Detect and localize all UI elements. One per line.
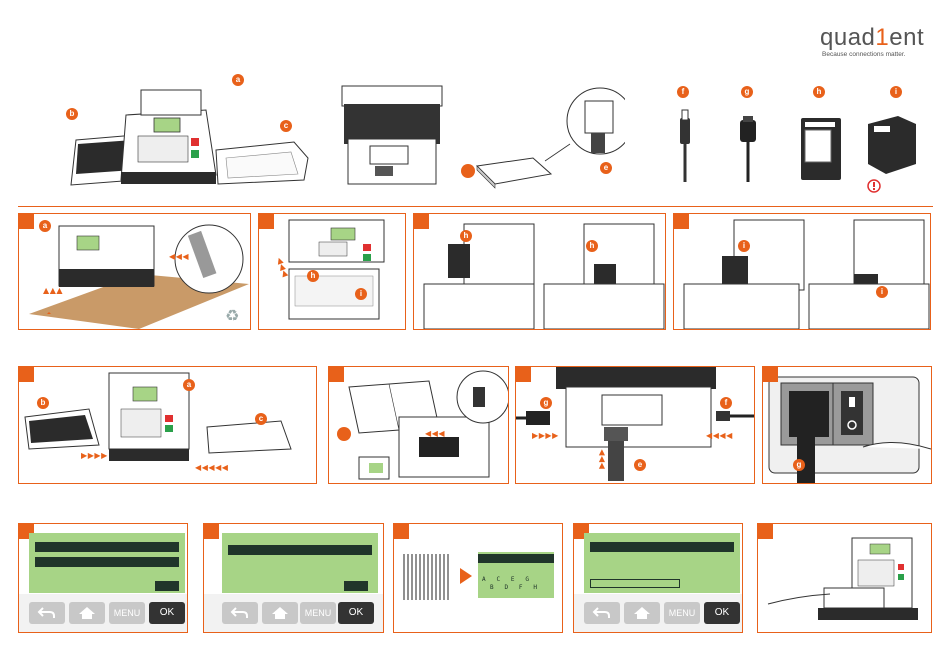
connector-cable-f: f (670, 86, 700, 186)
step-screen-2-panel: MENU OK (203, 523, 384, 633)
step-number-tab (413, 213, 429, 229)
label-g: g (540, 397, 552, 409)
menu-button[interactable]: MENU (109, 602, 145, 624)
ok-button[interactable]: OK (704, 602, 740, 624)
logo-wordmark: quad1ent (820, 24, 924, 52)
lcd-selected-row (478, 554, 554, 563)
ink-tank-i: i (862, 86, 922, 196)
label-g: g (793, 459, 805, 471)
step-number-tab (18, 213, 34, 229)
lcd-screen (584, 533, 740, 593)
scale-indicator-dot (337, 427, 351, 441)
lcd-selected-row (590, 542, 734, 552)
label-a: a (39, 220, 51, 232)
ok-button[interactable]: OK (338, 602, 374, 624)
label-c: c (255, 413, 267, 425)
step-insert-tank-panel: i i (673, 213, 931, 330)
quadient-logo: quad1ent Because connections matter. (820, 24, 930, 58)
label-i: i (355, 288, 367, 300)
lcd-screen (222, 533, 378, 593)
label-f: f (720, 397, 732, 409)
scan-letters-bottom: B D F H (490, 584, 537, 591)
recycle-icon: ♻ (225, 306, 239, 325)
label-b: b (37, 397, 49, 409)
label-a: a (232, 74, 244, 86)
barcode-icon (402, 552, 452, 602)
step-screen-4-panel: MENU OK (573, 523, 743, 633)
back-button[interactable] (29, 602, 65, 624)
keypad-strip: MENU OK (19, 594, 187, 632)
lcd-softkey (155, 581, 179, 591)
label-i: i (876, 286, 888, 298)
label-a: a (183, 379, 195, 391)
label-h: h (307, 270, 319, 282)
scale-indicator-dot (461, 164, 475, 178)
power-cable-g: g (733, 86, 763, 186)
step-number-tab (515, 366, 531, 382)
step-cables-panel: g f e ▶ ▶ ▶ ▶ ◀ ◀ ◀ ◀ ▶ ▶ ▶ (515, 366, 755, 484)
step-scan-panel: A C E G B D F H (393, 523, 563, 633)
label-h: h (586, 240, 598, 252)
label-e: e (600, 162, 612, 174)
section-divider (18, 206, 933, 207)
step-number-tab (673, 213, 689, 229)
ok-button[interactable]: OK (149, 602, 185, 624)
step-open-cover-panel: ◀ ◀ ◀ h i (258, 213, 406, 330)
keypad-strip: MENU OK (204, 594, 383, 632)
step-unpack-panel: ▲ ▲ ▲ ◀ ◀ ◀ a ♻ (18, 213, 251, 330)
step-number-tab (258, 213, 274, 229)
arrow-right-icon (460, 568, 472, 584)
step-number-tab (393, 523, 409, 539)
step-assemble-panel: b a c ▶ ▶ ▶ ▶ ◀ ◀ ◀ ◀ ◀ (18, 366, 317, 484)
back-button[interactable] (584, 602, 620, 624)
step-screen-1-panel: MENU OK (18, 523, 188, 633)
lcd-row (35, 557, 179, 567)
step-number-tab (762, 366, 778, 382)
step-scale-panel: ◀ ◀ ◀ (328, 366, 509, 484)
step-number-tab (328, 366, 344, 382)
label-b: b (66, 108, 78, 120)
keypad-strip: MENU OK (574, 594, 742, 632)
label-g: g (741, 86, 753, 98)
step-insert-cartridge-panel: h h (413, 213, 666, 330)
label-c: c (280, 120, 292, 132)
label-h: h (813, 86, 825, 98)
home-button[interactable] (624, 602, 660, 624)
home-button[interactable] (69, 602, 105, 624)
back-button[interactable] (222, 602, 258, 624)
label-f: f (677, 86, 689, 98)
label-h: h (460, 230, 472, 242)
lcd-selected-row (228, 545, 372, 555)
menu-button[interactable]: MENU (664, 602, 700, 624)
machine-rear-illustration (340, 84, 445, 186)
lcd-screen (29, 533, 185, 593)
menu-button[interactable]: MENU (300, 602, 336, 624)
lcd-input-field (590, 579, 680, 588)
step-number-tab (757, 523, 773, 539)
home-button[interactable] (262, 602, 298, 624)
lcd-screen-small: A C E G B D F H (478, 552, 554, 598)
step-number-tab (18, 366, 34, 382)
lcd-selected-row (35, 542, 179, 552)
logo-tagline: Because connections matter. (822, 51, 905, 58)
label-i: i (738, 240, 750, 252)
step-power-switch-panel: g (762, 366, 932, 484)
label-e: e (634, 459, 646, 471)
step-number-tab (203, 523, 219, 539)
lcd-softkey (344, 581, 368, 591)
ink-cartridge-h: h (795, 86, 845, 186)
machine-overview-illustration: a b c (66, 80, 316, 195)
step-feed-mail-panel (757, 523, 932, 633)
label-i: i (890, 86, 902, 98)
scan-letters-top: A C E G (482, 576, 529, 583)
scale-illustration: e (455, 86, 625, 196)
